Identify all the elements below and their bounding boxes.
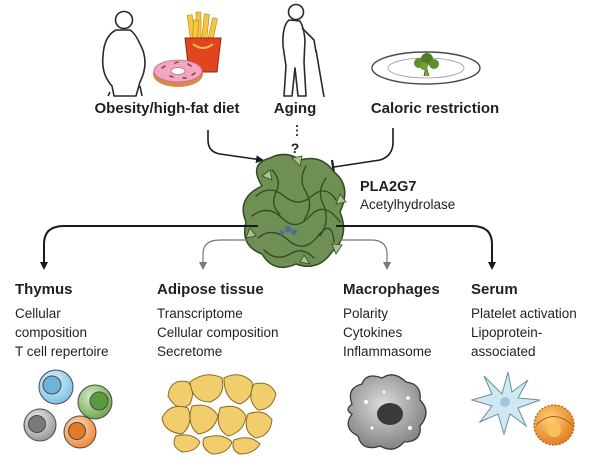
target-thymus: Thymus Cellular composition T cell reper… — [15, 281, 109, 361]
caloric-restriction-inhibition — [333, 128, 394, 168]
target-title: Thymus — [15, 281, 73, 298]
target-title: Adipose tissue — [157, 281, 264, 298]
adipocytes-icon — [161, 374, 277, 455]
obesity-arrow — [207, 130, 264, 164]
target-item: Inflammasome — [343, 344, 432, 359]
fries-and-donut-icon — [153, 11, 222, 87]
protein-ribbon-structure-icon — [242, 153, 347, 269]
target-macrophages: Macrophages Polarity Cytokines Inflammas… — [343, 281, 440, 361]
arrow-to-macrophages — [340, 239, 391, 270]
target-item: Cytokines — [343, 325, 403, 340]
target-serum: Serum Platelet activation Lipoprotein- a… — [471, 281, 577, 361]
target-title: Serum — [471, 281, 518, 298]
target-item: Secretome — [157, 344, 223, 359]
arrow-to-adipose — [199, 239, 250, 270]
target-item: Lipoprotein- — [471, 325, 543, 340]
factor-caloric-restriction-label: Caloric restriction — [370, 100, 500, 117]
macrophage-icon — [347, 374, 427, 450]
plate-with-broccoli-icon — [371, 51, 481, 85]
target-item: Platelet activation — [471, 306, 577, 321]
target-item: Cellular composition — [157, 325, 279, 340]
aging-question-mark: ? — [290, 140, 300, 156]
target-item: T cell repertoire — [15, 344, 109, 359]
target-item: Polarity — [343, 306, 389, 321]
target-item: Cellular — [15, 306, 61, 321]
target-title: Macrophages — [343, 281, 440, 298]
target-item: composition — [15, 325, 88, 340]
protein-name: PLA2G7 — [360, 179, 417, 195]
arrow-to-serum — [336, 225, 496, 270]
factor-aging-label: Aging — [273, 100, 317, 117]
factor-obesity-label: Obesity/high-fat diet — [94, 100, 240, 117]
arrow-to-thymus — [40, 225, 258, 270]
immune-cells-cluster-icon — [23, 369, 113, 449]
target-adipose-tissue: Adipose tissue Transcriptome Cellular co… — [157, 281, 279, 361]
target-item: Transcriptome — [157, 306, 243, 321]
obese-person-icon — [101, 10, 146, 97]
elderly-person-with-cane-icon — [282, 3, 325, 98]
platelet-and-lipoprotein-icon — [470, 371, 575, 446]
protein-subtitle: Acetylhydrolase — [360, 197, 456, 212]
target-item: associated — [471, 344, 536, 359]
